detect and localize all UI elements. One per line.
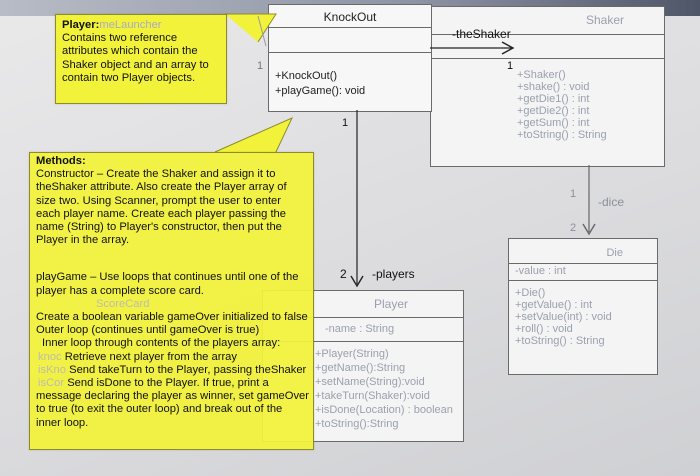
playgame-line: player has a complete score card.	[36, 284, 204, 297]
constructor-line: each player name. Create each player pas…	[36, 207, 287, 220]
playgame-line: Inner loop through contents of the playe…	[42, 337, 281, 350]
note-methods: Methods: Constructor – Create the Shaker…	[29, 152, 314, 450]
constructor-line: name (String) to Player's constructor, t…	[36, 221, 282, 234]
knockout-method: +playGame(): void	[275, 85, 366, 97]
player-attribute: -name : String	[325, 323, 395, 335]
theshaker-multiplicity-left: 1	[257, 60, 264, 72]
dice-arrowhead	[582, 223, 596, 236]
shaker-method: +getSum() : int	[517, 117, 590, 129]
knockout-multiplicity: 1	[342, 117, 349, 129]
shaker-method: +getDie2() : int	[517, 105, 590, 117]
player-method-list: +Player(String) +getName():String +setNa…	[315, 347, 453, 431]
player-method: +Player(String)	[315, 348, 389, 360]
shaker-method: +shake() : void	[517, 81, 590, 93]
shaker-method: +getDie1() : int	[517, 93, 590, 105]
note-player-class: Player:meLauncher Contains two reference…	[55, 14, 227, 104]
player-method: +getName():String	[315, 362, 406, 374]
playgame-line: to true (to exit the outer loop) and bre…	[36, 403, 283, 416]
note-player-ghost: meLauncher	[99, 19, 162, 31]
constructor-line: size two. Using Scanner, prompt the user…	[36, 194, 282, 207]
player-method: +setName(String):void	[315, 376, 425, 388]
note-player-line: Shaker object and an array to	[62, 58, 209, 71]
players-multiplicity: 2	[340, 267, 347, 281]
note-player-line: attributes which contain the	[62, 45, 198, 58]
knockout-class: KnockOut +KnockOut() +playGame(): void	[268, 4, 432, 112]
ghost-prefix: knoc	[38, 350, 62, 363]
die-class: Die -value : int +Die() +getValue() : in…	[508, 238, 658, 375]
player-class-title: Player	[373, 297, 408, 311]
shaker-method-list: +Shaker() +shake() : void +getDie1() : i…	[517, 69, 607, 141]
ghost-prefix: isKno	[38, 363, 66, 376]
ghost-prefix: isCor	[38, 377, 65, 390]
note-player-line: Contains two reference	[62, 32, 178, 45]
shaker-class-title: Shaker	[585, 13, 624, 27]
knockout-method: +KnockOut()	[275, 70, 338, 82]
note-methods-heading: Methods:	[36, 155, 86, 167]
dice-multiplicity-top: 1	[570, 188, 577, 200]
playgame-line: Create a boolean variable gameOver initi…	[36, 311, 308, 324]
die-method-list: +Die() +getValue() : int +setValue(int) …	[515, 287, 612, 347]
shaker-method: +Shaker()	[517, 69, 566, 81]
die-method: +roll() : void	[515, 323, 573, 335]
knockout-method-list: +KnockOut() +playGame(): void	[275, 69, 365, 99]
note-player-title: Player:	[62, 19, 100, 31]
die-method: +getValue() : int	[515, 299, 593, 311]
theshaker-role-label: -theShaker	[452, 27, 511, 41]
constructor-line: theShaker attribute. Also create the Pla…	[36, 181, 287, 194]
constructor-line: Constructor – Create the Shaker and assi…	[36, 168, 276, 181]
note-methods-pointer	[214, 117, 294, 155]
note-methods-text: Methods: Constructor – Create the Shaker…	[36, 155, 309, 430]
playgame-line: message declaring the player as winner, …	[36, 390, 309, 403]
note-player-pointer	[225, 13, 277, 43]
theshaker-arrowhead	[501, 41, 515, 55]
die-class-title: Die	[606, 247, 623, 259]
shaker-method: +toString() : String	[517, 129, 607, 141]
dice-multiplicity-bottom: 2	[570, 222, 577, 234]
note-player-line: contain two Player objects.	[62, 71, 196, 84]
playgame-line: Send isDone to the Player. If true, prin…	[67, 377, 269, 390]
dice-role-label: -dice	[598, 195, 625, 209]
playgame-line: inner loop.	[36, 416, 89, 429]
constructor-line: Player in the array.	[36, 234, 130, 247]
player-method: +isDone(Location) : boolean	[315, 404, 453, 416]
theshaker-multiplicity-right: 1	[507, 60, 514, 72]
die-method: +Die()	[515, 287, 546, 299]
die-method: +setValue(int) : void	[515, 311, 612, 323]
die-attribute: -value : int	[515, 265, 566, 277]
players-arrowhead	[350, 275, 364, 288]
player-method: +toString():String	[315, 418, 399, 430]
players-role-label: -players	[372, 267, 415, 281]
playgame-line: Send takeTurn to the Player, passing the…	[69, 363, 307, 376]
shaker-class: Shaker +Shaker() +shake() : void +getDie…	[430, 6, 665, 167]
playgame-line: playGame – Use loops that continues unti…	[36, 271, 299, 284]
die-method: +toString() : String	[515, 335, 605, 347]
knockout-class-title: KnockOut	[323, 10, 377, 24]
playgame-line: Outer loop (continues until gameOver is …	[36, 324, 260, 337]
player-method: +takeTurn(Shaker):void	[315, 390, 430, 402]
note-ghost-scorecard: ScoreCard	[96, 297, 150, 310]
playgame-line: Retrieve next player from the array	[64, 350, 237, 363]
note-player-text: Player:meLauncher Contains two reference…	[62, 19, 209, 85]
player-class: Player -name : String +Player(String) +g…	[262, 290, 464, 442]
